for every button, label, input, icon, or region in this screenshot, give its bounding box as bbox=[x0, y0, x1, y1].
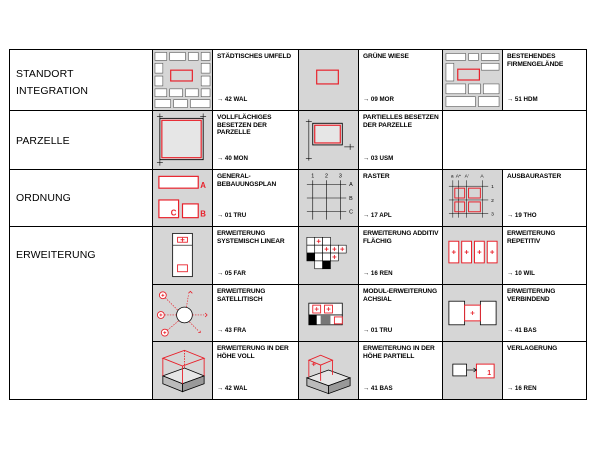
relocation-diagram: 1 bbox=[443, 342, 503, 399]
ausbau-row-1: 1 bbox=[491, 184, 494, 190]
cell-reference-code: → 16 REN bbox=[507, 385, 537, 392]
urban-context-diagram bbox=[153, 50, 213, 110]
ausbau-col-2: A* bbox=[456, 173, 461, 179]
cell-general-bebauungsplan: A C B GENERAL-BEBAUUNGSPLAN → 01 TRU bbox=[152, 169, 299, 227]
cell-reference-code: → 10 WIL bbox=[507, 270, 535, 277]
cell-raster: 1 2 3 A B C RASTER → 17 APL bbox=[298, 169, 443, 227]
row-ordnung: ORDNUNG bbox=[9, 169, 153, 227]
cell-hoehe-partiell: ERWEITERUNG IN DER HÖHE PARTIELL → 41 BA… bbox=[298, 341, 443, 400]
cell-reference-code: → 03 USM bbox=[363, 155, 394, 162]
full-plot-occupation-diagram bbox=[153, 111, 213, 169]
cell-title: ERWEITERUNG SATELLITISCH bbox=[217, 288, 266, 303]
cell-title: ERWEITERUNG ADDITIV FLÄCHIG bbox=[363, 230, 439, 245]
ausbau-col-3: A' bbox=[465, 173, 469, 179]
raster-row-c: C bbox=[349, 210, 353, 216]
cell-ausbauraster: a A* A' A 1 2 3 AUSBAURASTER → 19 THO bbox=[442, 169, 587, 227]
cell-reference-code: → 41 BAS bbox=[363, 385, 393, 392]
row-standort-integration: STANDORT INTEGRATION bbox=[9, 49, 153, 111]
cell-title: ERWEITERUNG IN DER HÖHE PARTIELL bbox=[363, 345, 435, 360]
cell-erweiterung-additiv: ERWEITERUNG ADDITIV FLÄCHIG → 16 REN bbox=[298, 226, 443, 285]
relocation-number: 1 bbox=[487, 370, 491, 377]
additive-extension-diagram bbox=[299, 227, 359, 284]
cell-reference-code: → 42 WAL bbox=[217, 96, 248, 103]
cell-erweiterung-satellitisch: ERWEITERUNG SATELLITISCH → 43 FRA bbox=[152, 284, 299, 342]
typology-matrix: STANDORT INTEGRATION PARZELLE ORDNUNG ER… bbox=[9, 49, 587, 400]
repetitive-extension-diagram bbox=[443, 227, 503, 284]
axial-module-extension-diagram bbox=[299, 285, 359, 341]
cell-title: AUSBAURASTER bbox=[507, 173, 562, 180]
cell-title: GRÜNE WIESE bbox=[363, 53, 409, 60]
cell-reference-code: → 01 TRU bbox=[217, 212, 247, 219]
row-erweiterung: ERWEITERUNG bbox=[9, 226, 153, 400]
cell-reference-code: → 19 THO bbox=[507, 212, 537, 219]
linear-extension-diagram bbox=[153, 227, 213, 284]
satellite-extension-diagram bbox=[153, 285, 213, 341]
cell-erweiterung-repetitiv: ERWEITERUNG REPETITIV → 10 WIL bbox=[442, 226, 587, 285]
cell-title: ERWEITERUNG SYSTEMISCH LINEAR bbox=[217, 230, 285, 245]
connecting-extension-diagram bbox=[443, 285, 503, 341]
cell-reference-code: → 09 MOR bbox=[363, 96, 394, 103]
cell-erweiterung-verbindend: ERWEITERUNG VERBINDEND → 41 BAS bbox=[442, 284, 587, 342]
extension-grid-diagram: a A* A' A 1 2 3 bbox=[443, 170, 503, 226]
cell-vollflaechiges-besetzen: VOLLFLÄCHIGES BESETZEN DER PARZELLE → 40… bbox=[152, 110, 299, 170]
existing-site-diagram bbox=[443, 50, 503, 110]
cell-title: GENERAL-BEBAUUNGSPLAN bbox=[217, 173, 277, 188]
cell-reference-code: → 17 APL bbox=[363, 212, 392, 219]
cell-staedtisches-umfeld: STÄDTISCHES UMFELD → 42 WAL bbox=[152, 49, 299, 111]
cell-hoehe-voll: ERWEITERUNG IN DER HÖHE VOLL → 42 WAL bbox=[152, 341, 299, 400]
cell-reference-code: → 05 FAR bbox=[217, 270, 246, 277]
cell-gruene-wiese: GRÜNE WIESE → 09 MOR bbox=[298, 49, 443, 111]
cell-title: MODUL-ERWEITERUNG ACHSIAL bbox=[363, 288, 438, 303]
grid-diagram: 1 2 3 A B C bbox=[299, 170, 359, 226]
cell-title: PARTIELLES BESETZEN DER PARZELLE bbox=[363, 114, 439, 129]
row-label: ORDNUNG bbox=[16, 192, 71, 204]
ausbau-row-3: 3 bbox=[491, 212, 494, 218]
raster-col-1: 1 bbox=[311, 173, 314, 179]
cell-verlagerung: 1 VERLAGERUNG → 16 REN bbox=[442, 341, 587, 400]
row-parzelle: PARZELLE bbox=[9, 110, 153, 170]
cell-reference-code: → 01 TRU bbox=[363, 327, 393, 334]
raster-row-b: B bbox=[349, 196, 353, 202]
ausbau-col-4: A bbox=[480, 173, 484, 179]
row-label: PARZELLE bbox=[16, 135, 70, 147]
cell-reference-code: → 51 HDM bbox=[507, 96, 538, 103]
cell-modul-erweiterung: MODUL-ERWEITERUNG ACHSIAL → 01 TRU bbox=[298, 284, 443, 342]
cell-reference-code: → 40 MON bbox=[217, 155, 248, 162]
cell-title: VERLAGERUNG bbox=[507, 345, 558, 352]
ausbau-col-1: a bbox=[451, 174, 454, 179]
raster-col-2: 2 bbox=[325, 173, 328, 179]
cell-title: RASTER bbox=[363, 173, 390, 180]
cell-reference-code: → 41 BAS bbox=[507, 327, 537, 334]
cell-title: STÄDTISCHES UMFELD bbox=[217, 53, 292, 60]
cell-title: ERWEITERUNG REPETITIV bbox=[507, 230, 556, 245]
cell-title: ERWEITERUNG IN DER HÖHE VOLL bbox=[217, 345, 289, 360]
partial-plot-occupation-diagram bbox=[299, 111, 359, 169]
cell-title: ERWEITERUNG VERBINDEND bbox=[507, 288, 556, 303]
plan-label-a: A bbox=[200, 181, 206, 190]
full-vertical-extension-diagram bbox=[153, 342, 213, 399]
cell-reference-code: → 43 FRA bbox=[217, 327, 247, 334]
raster-row-a: A bbox=[349, 182, 353, 188]
master-plan-diagram: A C B bbox=[153, 170, 213, 226]
cell-title: VOLLFLÄCHIGES BESETZEN DER PARZELLE bbox=[217, 114, 272, 137]
cell-reference-code: → 42 WAL bbox=[217, 385, 248, 392]
cell-empty bbox=[442, 110, 587, 170]
raster-col-3: 3 bbox=[339, 173, 342, 179]
row-label: ERWEITERUNG bbox=[16, 249, 96, 261]
cell-bestehendes-firmengelaende: BESTEHENDES FIRMENGELÄNDE → 51 HDM bbox=[442, 49, 587, 111]
cell-reference-code: → 16 REN bbox=[363, 270, 393, 277]
cell-title: BESTEHENDES FIRMENGELÄNDE bbox=[507, 53, 564, 68]
cell-partielles-besetzen: PARTIELLES BESETZEN DER PARZELLE → 03 US… bbox=[298, 110, 443, 170]
ausbau-row-2: 2 bbox=[491, 198, 494, 204]
plan-label-c: C bbox=[171, 209, 177, 218]
plan-label-b: B bbox=[200, 210, 206, 219]
cell-erweiterung-linear: ERWEITERUNG SYSTEMISCH LINEAR → 05 FAR bbox=[152, 226, 299, 285]
row-label: STANDORT INTEGRATION bbox=[16, 68, 89, 97]
greenfield-diagram bbox=[299, 50, 359, 110]
partial-vertical-extension-diagram bbox=[299, 342, 359, 399]
